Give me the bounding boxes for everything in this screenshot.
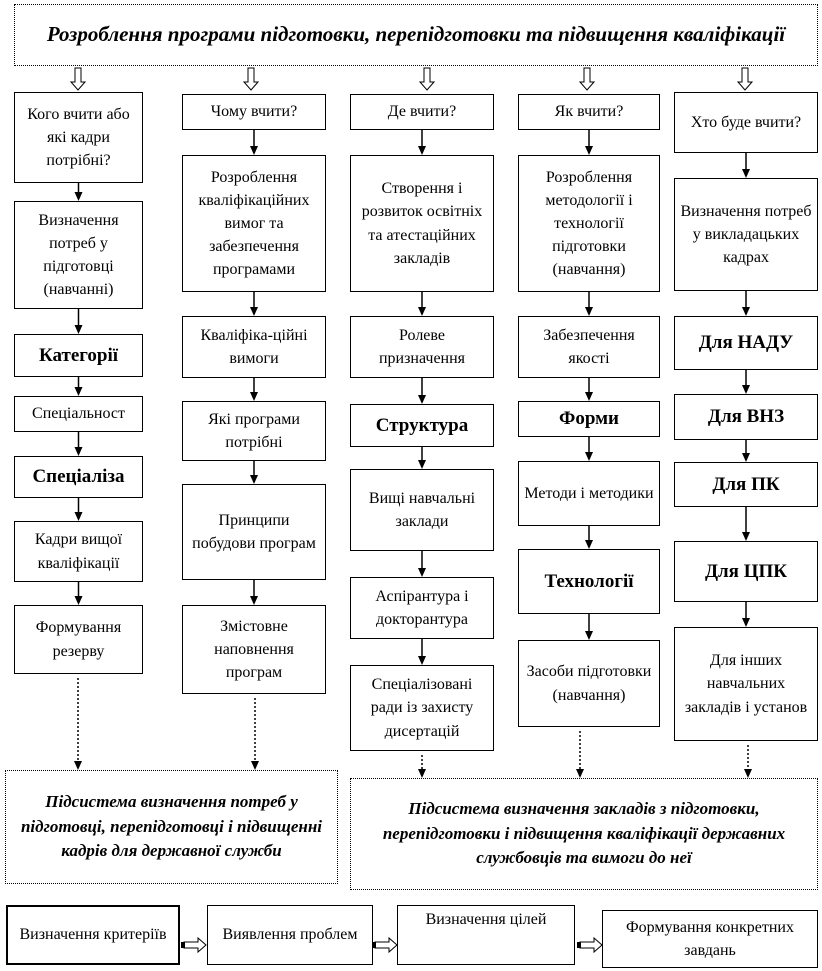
arrow-down-icon (251, 761, 259, 770)
column-5-box: Визначення потреб у викладацьких кадрах (674, 178, 818, 291)
column-2-box: Які програми потрібні (182, 401, 326, 461)
arrow-down-icon (742, 169, 750, 178)
process-step-3: Визначення цілей (397, 905, 575, 965)
column-5-box: Для ЦПК (674, 541, 818, 602)
connector-dot (181, 942, 185, 948)
hollow-arrow-down-icon (578, 67, 596, 91)
arrow-down-icon (418, 460, 426, 469)
arrow-down-icon (585, 452, 593, 461)
column-1-box: Формування резерву (14, 605, 143, 674)
arrow-down-icon (585, 392, 593, 401)
arrow-down-icon (250, 596, 258, 605)
arrow-down-icon (585, 146, 593, 155)
arrow-down-icon (418, 769, 426, 778)
hollow-arrow-right-icon (183, 936, 207, 954)
column-1-box: Кадри вищої кваліфікації (14, 521, 143, 582)
column-4-box: Забезпечення якості (518, 316, 660, 378)
column-5-box: Для НАДУ (674, 316, 818, 370)
column-5-box: Для інших навчальних закладів і установ (674, 627, 818, 741)
process-step-2: Виявлення проблем (207, 905, 373, 965)
subsystem-needs: Підсистема визначення потреб у підготовц… (5, 770, 338, 884)
column-4-box: Як вчити? (518, 94, 660, 130)
arrow-down-icon (74, 761, 82, 770)
column-1-box: Спеціальност (14, 396, 143, 432)
column-5-box: Для ВНЗ (674, 394, 818, 440)
connector-dot (372, 942, 376, 948)
hollow-arrow-down-icon (69, 67, 87, 91)
arrow-down-icon (744, 769, 752, 778)
column-4-box: Технології (518, 549, 660, 614)
arrow-down-icon (585, 307, 593, 316)
column-1-box: Визначення потреб у підготовці (навчанні… (14, 201, 143, 309)
hollow-arrow-down-icon (242, 67, 260, 91)
arrow-down-icon (576, 769, 584, 778)
arrow-down-icon (742, 385, 750, 394)
column-2-box: Чому вчити? (182, 94, 326, 130)
arrow-down-icon (74, 387, 83, 396)
column-3-box: Створення і розвиток освітніх та атестац… (350, 155, 494, 292)
arrow-down-icon (418, 568, 426, 577)
arrow-down-icon (418, 146, 426, 155)
column-5-box: Для ПК (674, 462, 818, 507)
column-3-box: Спеціалізовані ради із захисту дисертаці… (350, 665, 494, 751)
arrow-down-icon (418, 395, 426, 404)
arrow-down-icon (742, 307, 750, 316)
column-3-box: Аспірантура і докторантура (350, 577, 494, 639)
arrow-down-icon (418, 656, 426, 665)
arrow-down-icon (74, 192, 83, 201)
hollow-arrow-right-icon (579, 936, 603, 954)
column-4-box: Форми (518, 401, 660, 437)
column-3-box: Вищі навчальні заклади (350, 469, 494, 551)
arrow-down-icon (74, 325, 83, 334)
arrow-down-icon (742, 453, 750, 462)
column-4-box: Методи і методики (518, 461, 660, 526)
column-4-box: Засоби підготовки (навчання) (518, 640, 660, 727)
column-4-box: Розроблення методології і технології під… (518, 155, 660, 292)
process-step-4: Формування конкретних завдань (602, 910, 818, 968)
hollow-arrow-down-icon (736, 67, 754, 91)
arrow-down-icon (250, 307, 258, 316)
column-2-box: Принципи побудови програм (182, 484, 326, 580)
arrow-down-icon (74, 512, 83, 521)
arrow-down-icon (250, 392, 258, 401)
arrow-down-icon (742, 532, 750, 541)
arrow-down-icon (742, 618, 750, 627)
arrow-down-icon (585, 540, 593, 549)
column-1-box: Категорії (14, 334, 143, 377)
column-2-box: Змістовне наповнення програм (182, 605, 326, 694)
column-5-box: Хто буде вчити? (674, 92, 818, 153)
arrow-down-icon (585, 631, 593, 640)
column-1-box: Спеціаліза (14, 456, 143, 498)
arrow-down-icon (74, 596, 83, 605)
column-2-box: Кваліфіка-ційні вимоги (182, 316, 326, 378)
hollow-arrow-down-icon (418, 67, 436, 91)
column-3-box: Структура (350, 404, 494, 447)
arrow-down-icon (418, 307, 426, 316)
diagram-title: Розроблення програми підготовки, перепід… (14, 4, 818, 66)
arrow-down-icon (74, 447, 83, 456)
arrow-down-icon (250, 475, 258, 484)
hollow-arrow-right-icon (374, 936, 398, 954)
column-1-box: Кого вчити або які кадри потрібні? (14, 92, 143, 183)
column-2-box: Розроблення кваліфікаційних вимог та заб… (182, 155, 326, 292)
subsystem-institutions: Підсистема визначення закладів з підгото… (350, 778, 818, 890)
process-step-1: Визначення критеріїв (6, 905, 180, 965)
column-3-box: Ролеве призначення (350, 316, 494, 378)
arrow-down-icon (250, 146, 258, 155)
column-3-box: Де вчити? (350, 94, 494, 130)
connector-dot (577, 942, 581, 948)
